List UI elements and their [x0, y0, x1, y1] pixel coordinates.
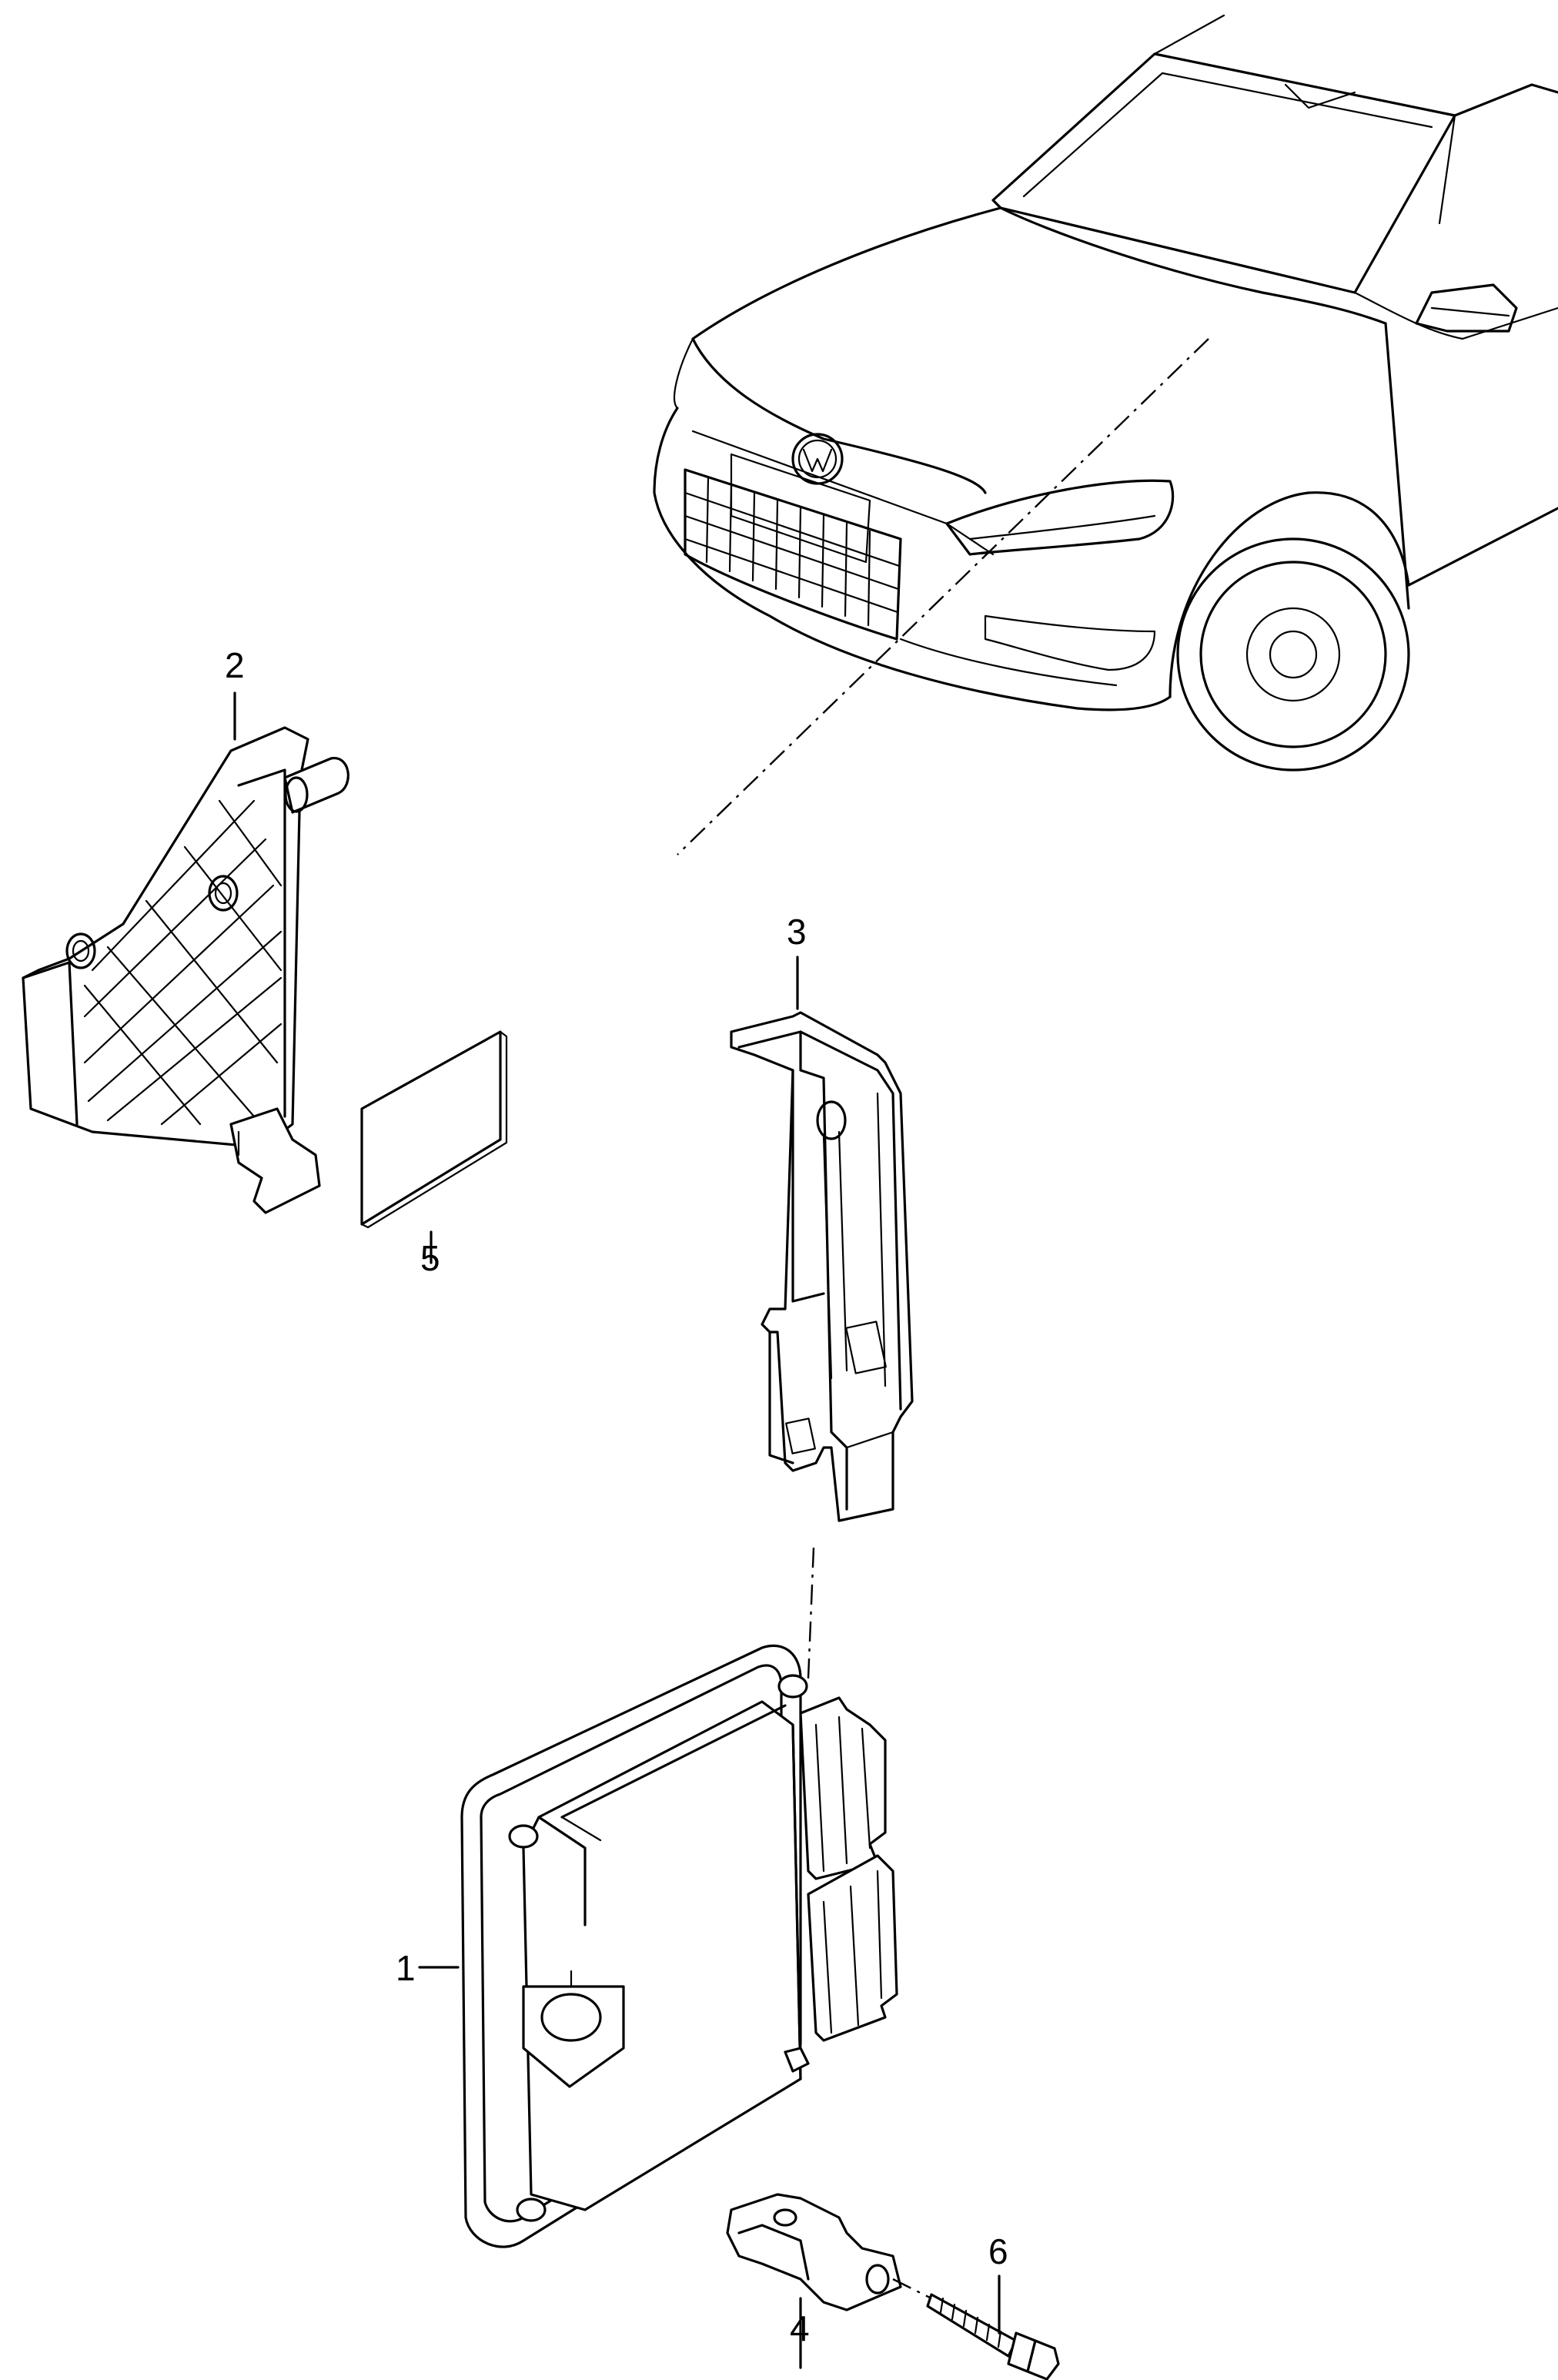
car-pointer-line — [677, 338, 1209, 855]
callout-2: 2 — [225, 645, 245, 685]
part-1-control-unit — [460, 1644, 898, 2248]
part-6-screw — [892, 2278, 1060, 2380]
part-2-bracket — [22, 726, 349, 1214]
part-4-clip — [726, 2193, 902, 2311]
callout-1: 1 — [396, 1948, 416, 1988]
car-illustration — [653, 14, 1558, 772]
callout-4: 4 — [790, 2308, 810, 2348]
callout-5: 5 — [420, 1238, 440, 1278]
part-3-bracket — [730, 1011, 914, 1522]
part-5-pad — [360, 1030, 508, 1229]
callout-3: 3 — [787, 912, 807, 952]
callout-6: 6 — [988, 2231, 1008, 2271]
leader-lines — [233, 691, 1001, 2369]
assembly-line-3-1 — [807, 1547, 815, 1679]
